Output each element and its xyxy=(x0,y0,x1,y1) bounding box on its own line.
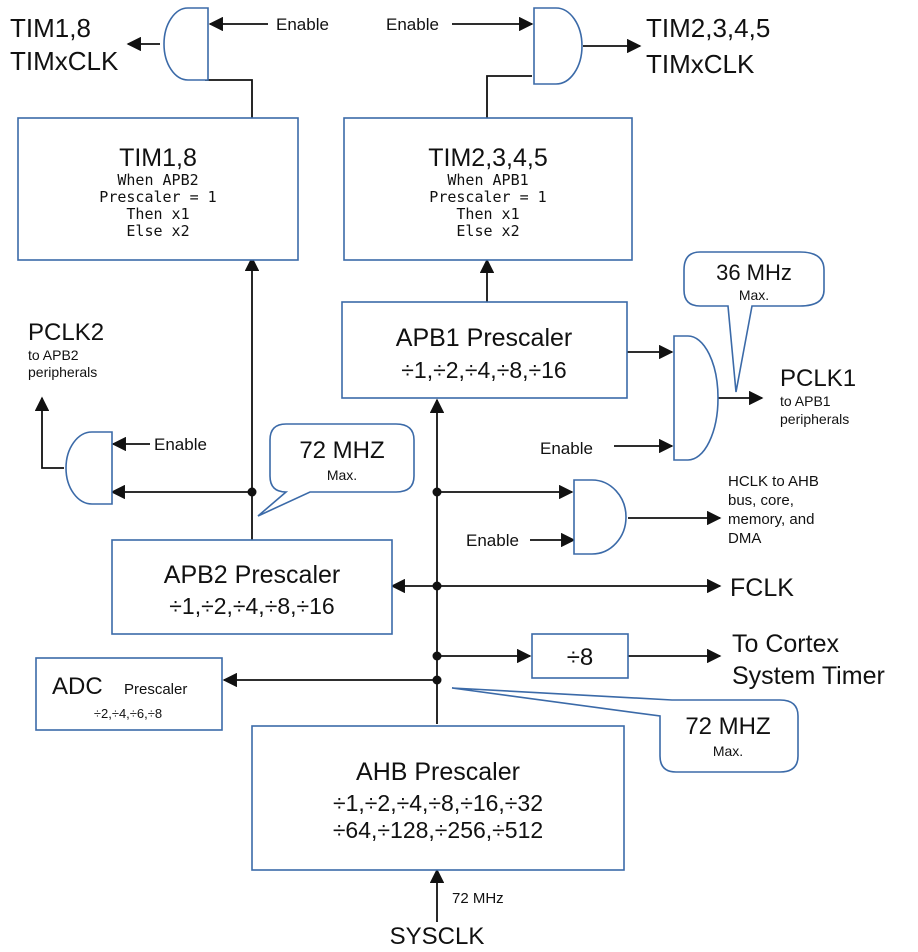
pclk2-enable-label: Enable xyxy=(154,435,207,454)
tim2345-box-line: When APB1 xyxy=(447,171,528,189)
pclk2-title: PCLK2 xyxy=(28,319,104,346)
callout-36mhz-sub: Max. xyxy=(739,287,769,303)
cortex-label: System Timer xyxy=(732,662,885,690)
fclk-label: FCLK xyxy=(730,574,794,602)
tim2345-and-gate xyxy=(533,7,583,85)
wires xyxy=(34,16,764,922)
callout-36mhz-value: 36 MHz xyxy=(716,260,792,285)
tim2345-box-line: Prescaler = 1 xyxy=(429,188,546,206)
pclk2-and-gate xyxy=(65,431,113,505)
cortex-label: To Cortex xyxy=(732,630,839,658)
adc-prescaler-label: Prescaler xyxy=(124,681,187,698)
junction-dot xyxy=(432,651,442,661)
pclk2-sub: to APB2 xyxy=(28,347,79,363)
pclk2-sub: peripherals xyxy=(28,364,97,380)
tim18-box-line: Then x1 xyxy=(126,205,189,223)
apb2-divs: ÷1,÷2,÷4,÷8,÷16 xyxy=(169,593,334,619)
ahb-title: AHB Prescaler xyxy=(356,758,520,786)
apb1-box xyxy=(341,301,628,399)
hclk-enable-label: Enable xyxy=(466,531,519,550)
callout-72mhz-ahb-sub: Max. xyxy=(713,743,743,759)
junction-dot xyxy=(247,487,257,497)
tim18-gate-wire xyxy=(205,79,253,118)
tim2345-output-clk: TIMxCLK xyxy=(646,49,755,79)
adc-divs: ÷2,÷4,÷6,÷8 xyxy=(94,706,162,721)
tim2345-box-title: TIM2,3,4,5 xyxy=(428,144,548,172)
hclk-text: DMA xyxy=(728,530,761,547)
ahb-divs-2: ÷64,÷128,÷256,÷512 xyxy=(333,817,543,843)
callout-36mhz xyxy=(683,251,825,393)
hclk-text: bus, core, xyxy=(728,492,794,509)
tim18-enable-label: Enable xyxy=(276,15,329,34)
tim18-and-gate xyxy=(163,7,209,81)
tim2345-box-line: Else x2 xyxy=(456,222,519,240)
hclk-text: memory, and xyxy=(728,511,814,528)
tim18-output-name: TIM1,8 xyxy=(10,13,91,43)
hclk-and-gate xyxy=(573,479,627,555)
junctions xyxy=(247,487,442,685)
pclk1-sub: peripherals xyxy=(780,411,849,427)
div8-box xyxy=(531,633,629,679)
pclk1-sub: to APB1 xyxy=(780,393,831,409)
callout-72mhz-ahb-value: 72 MHZ xyxy=(685,713,770,740)
hclk-text: HCLK to AHB xyxy=(728,473,819,490)
apb2-title: APB2 Prescaler xyxy=(164,561,340,589)
div8-label: ÷8 xyxy=(567,644,594,671)
pclk1-title: PCLK1 xyxy=(780,365,856,392)
tim18-box-line: Prescaler = 1 xyxy=(99,188,216,206)
pclk1-and-gate xyxy=(673,335,719,461)
callout-72mhz-ahb xyxy=(451,687,799,773)
junction-dot xyxy=(432,675,442,685)
pclk2-out-wire xyxy=(34,396,64,469)
tim2345-box xyxy=(343,117,633,261)
tim18-output-clk: TIMxCLK xyxy=(10,46,119,76)
apb1-divs: ÷1,÷2,÷4,÷8,÷16 xyxy=(401,357,566,383)
sysclk-freq: 72 MHz xyxy=(452,890,504,907)
junction-dot xyxy=(432,581,442,591)
tim2345-output-name: TIM2,3,4,5 xyxy=(646,13,770,43)
ahb-box xyxy=(251,725,625,871)
adc-title: ADC xyxy=(52,673,103,700)
tim18-box-line: When APB2 xyxy=(117,171,198,189)
tim18-box-line: Else x2 xyxy=(126,222,189,240)
callout-72mhz-apb2-value: 72 MHZ xyxy=(299,437,384,464)
tim2345-enable-label: Enable xyxy=(386,15,439,34)
tim18-box xyxy=(17,117,299,261)
junction-dot xyxy=(432,487,442,497)
callout-72mhz-apb2 xyxy=(257,423,415,517)
ahb-divs-1: ÷1,÷2,÷4,÷8,÷16,÷32 xyxy=(333,790,543,816)
tim2345-gate-wire xyxy=(486,75,532,118)
callout-72mhz-apb2-sub: Max. xyxy=(327,467,357,483)
sysclk-label: SYSCLK xyxy=(390,923,485,950)
tim18-box-title: TIM1,8 xyxy=(119,144,197,172)
adc-box xyxy=(35,657,223,731)
apb2-box xyxy=(111,539,393,635)
pclk1-enable-label: Enable xyxy=(540,439,593,458)
apb1-title: APB1 Prescaler xyxy=(396,324,572,352)
tim2345-box-line: Then x1 xyxy=(456,205,519,223)
